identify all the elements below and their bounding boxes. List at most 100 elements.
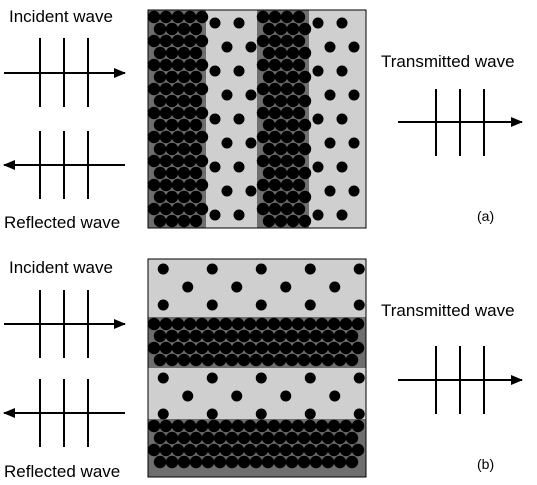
particle [245, 185, 257, 197]
particle [321, 329, 335, 343]
particle [147, 130, 161, 144]
particle [255, 341, 269, 355]
particle [280, 202, 294, 216]
particle [286, 94, 300, 108]
panel-b-slab-border [147, 258, 367, 478]
panel-b-reflected-label: Reflected wave [4, 462, 121, 481]
particle [292, 34, 306, 48]
particle [201, 329, 215, 343]
particle [219, 341, 233, 355]
particle [177, 118, 191, 132]
particle [209, 17, 221, 29]
panel-a-slab-border [147, 9, 367, 229]
particle [262, 118, 276, 132]
panel-b-reflected-wave [3, 379, 125, 447]
particle [280, 34, 294, 48]
particle [233, 161, 245, 173]
particle [292, 178, 306, 192]
particle [153, 431, 167, 445]
particle [153, 118, 167, 132]
particle [153, 94, 167, 108]
particle [345, 455, 359, 469]
particle [183, 341, 197, 355]
particle [183, 419, 197, 433]
particle [177, 22, 191, 36]
particle [189, 118, 203, 132]
particle [309, 353, 323, 367]
particle [159, 419, 173, 433]
particle [268, 130, 282, 144]
particle [153, 329, 167, 343]
particle [221, 185, 233, 197]
panel-b-slab [147, 258, 367, 478]
particle [297, 431, 311, 445]
particle [261, 455, 275, 469]
particle [279, 443, 293, 457]
particle [159, 34, 173, 48]
particle [255, 408, 267, 420]
particle [182, 281, 194, 293]
panel-a-incident-label: Incident wave [9, 7, 113, 26]
particle [273, 329, 287, 343]
particle [165, 46, 179, 60]
particle [207, 419, 221, 433]
particle [345, 431, 359, 445]
particle [285, 353, 299, 367]
particle [285, 431, 299, 445]
particle [267, 317, 281, 331]
particle [309, 455, 323, 469]
particle [303, 419, 317, 433]
particle [348, 41, 360, 53]
particle [207, 317, 221, 331]
panel-b-incident-label: Incident wave [9, 258, 113, 277]
particle [177, 190, 191, 204]
particle [183, 178, 197, 192]
particle [327, 443, 341, 457]
particle [209, 161, 221, 173]
particle [274, 22, 288, 36]
particle [153, 46, 167, 60]
particle [207, 443, 221, 457]
particle [177, 70, 191, 84]
particle [189, 329, 203, 343]
particle [351, 419, 365, 433]
particle [286, 70, 300, 84]
particle [256, 130, 270, 144]
particle [303, 341, 317, 355]
particle [195, 82, 209, 96]
particle [201, 431, 215, 445]
particle [189, 142, 203, 156]
particle [268, 58, 282, 72]
particle [153, 190, 167, 204]
particle [183, 82, 197, 96]
particle [233, 113, 245, 125]
particle [183, 130, 197, 144]
particle [291, 443, 305, 457]
particle [245, 137, 257, 149]
particle [329, 281, 341, 293]
particle [351, 317, 365, 331]
particle [201, 455, 215, 469]
particle [183, 202, 197, 216]
particle [286, 214, 300, 228]
particle [231, 317, 245, 331]
particle [213, 329, 227, 343]
particle [273, 353, 287, 367]
particle [206, 408, 218, 420]
particle [256, 34, 270, 48]
particle [183, 10, 197, 24]
particle [207, 341, 221, 355]
particle [286, 22, 300, 36]
particle [209, 65, 221, 77]
particle [195, 419, 209, 433]
particle [274, 214, 288, 228]
particle [353, 372, 365, 384]
particle [225, 329, 239, 343]
particle [231, 341, 245, 355]
particle [291, 341, 305, 355]
particle [321, 353, 335, 367]
particle [256, 82, 270, 96]
particle [312, 113, 324, 125]
particle [292, 154, 306, 168]
particle [147, 58, 161, 72]
